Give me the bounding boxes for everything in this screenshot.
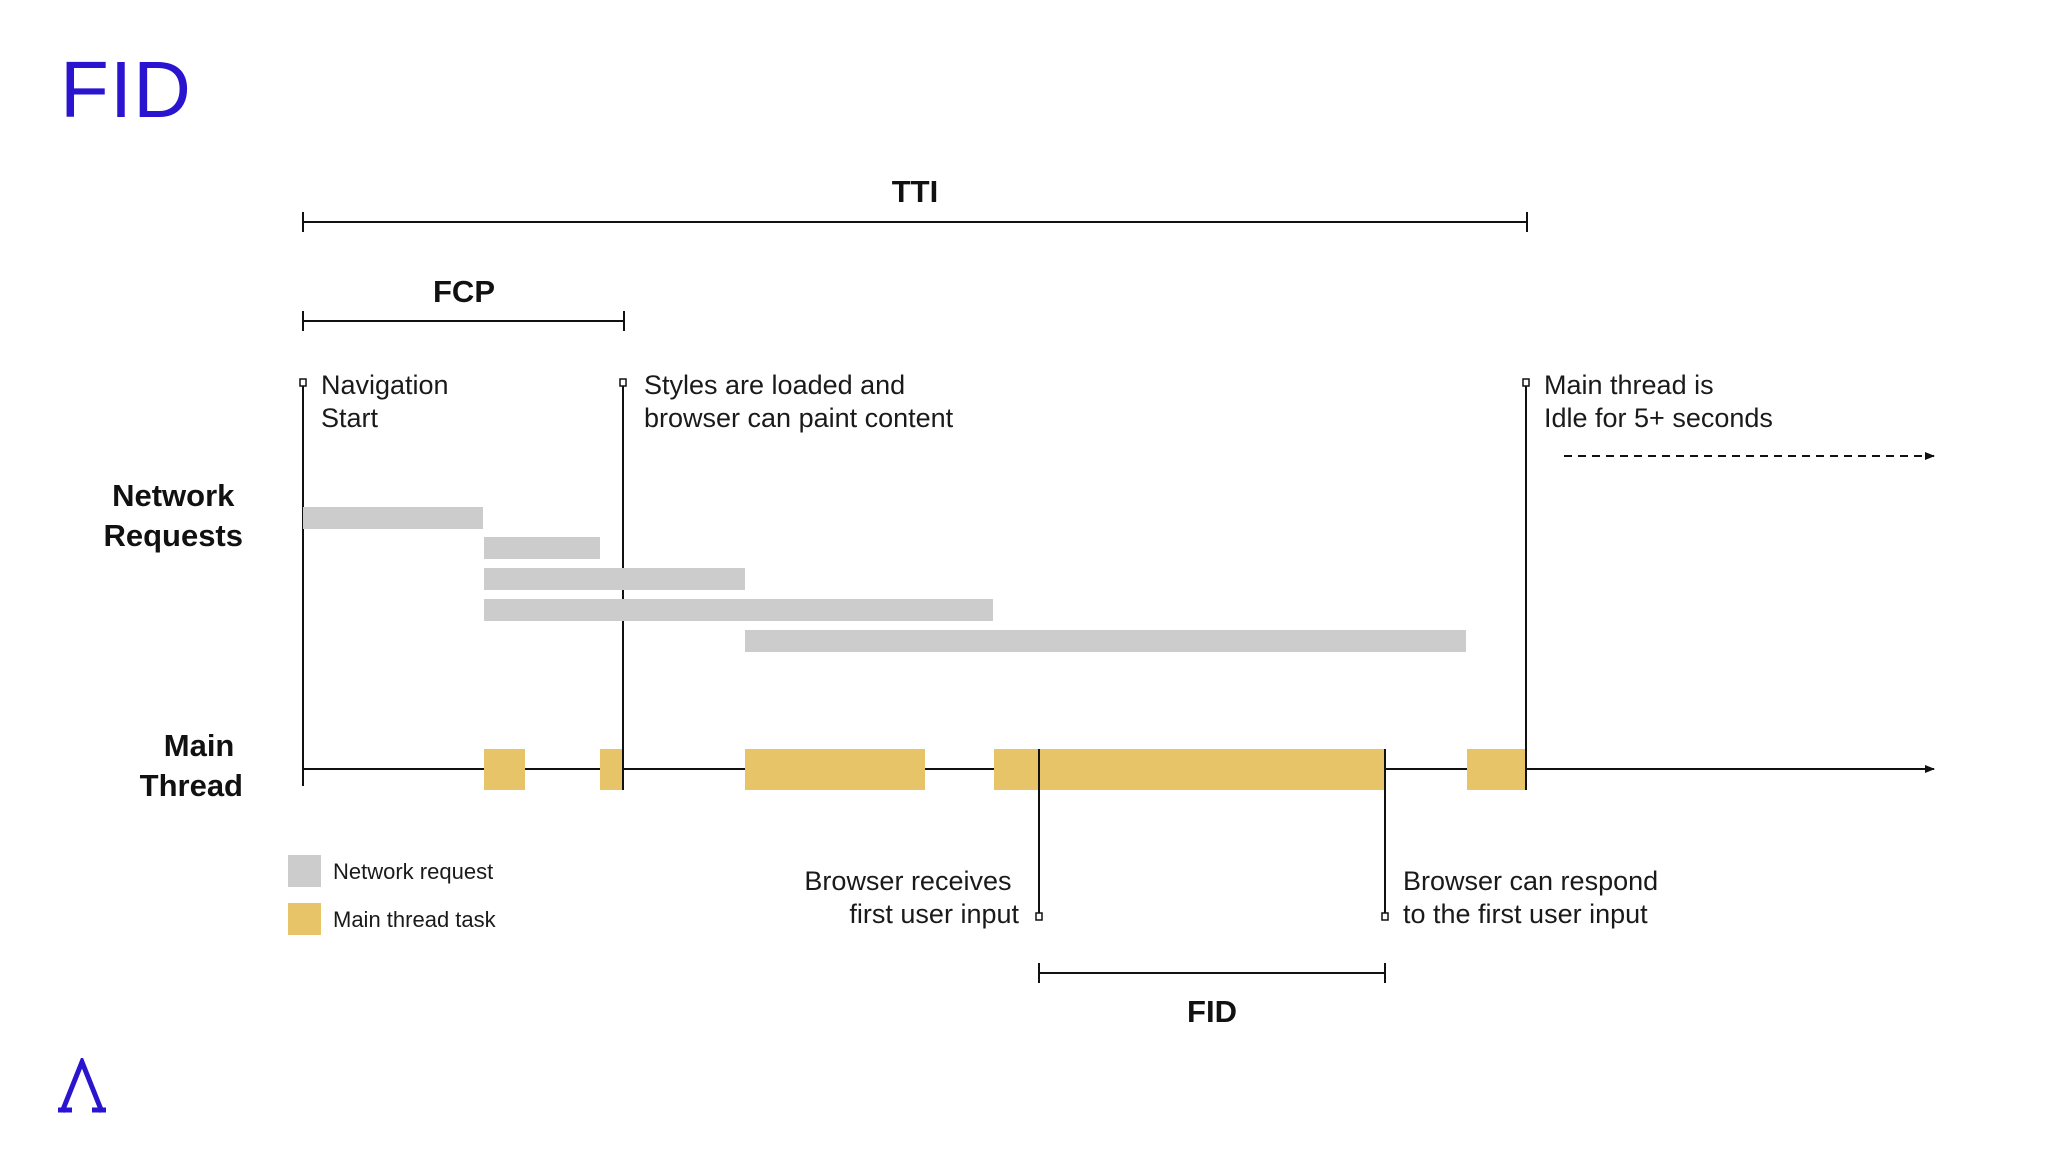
network-request-bar (484, 568, 745, 590)
browser-receives-annotation: Browser receives first user input (804, 866, 1019, 929)
legend-network-label: Network request (333, 859, 493, 884)
main-thread-task-block (745, 749, 925, 790)
tti-bracket (302, 212, 1528, 232)
network-request-bar (484, 599, 993, 621)
navigation-start-marker (299, 378, 307, 786)
main-thread-task-block (600, 749, 624, 790)
legend: Network request Main thread task (288, 855, 497, 935)
fcp-label: FCP (433, 274, 495, 309)
legend-main-thread-swatch (288, 903, 321, 935)
main-thread-row-label: Main Thread (140, 728, 243, 803)
first-input-marker (1035, 749, 1043, 921)
slide-title: FID (60, 45, 192, 134)
navigation-start-annotation: Navigation Start (321, 370, 456, 433)
main-thread-task-block (484, 749, 525, 790)
fid-bracket (1038, 963, 1386, 983)
main-thread-idle-marker (1522, 378, 1530, 786)
browser-responds-annotation: Browser can respond to the first user in… (1403, 866, 1666, 929)
response-marker (1381, 749, 1389, 921)
fcp-bracket (302, 311, 625, 331)
styles-loaded-annotation: Styles are loaded and browser can paint … (644, 370, 954, 433)
network-request-bar (303, 507, 483, 529)
legend-main-thread-label: Main thread task (333, 907, 497, 932)
main-thread-idle-annotation: Main thread is Idle for 5+ seconds (1544, 370, 1773, 433)
main-thread-task-block (994, 749, 1384, 790)
network-requests-row-label: Network Requests (103, 478, 243, 553)
tti-label: TTI (892, 174, 939, 209)
legend-network-swatch (288, 855, 321, 887)
network-request-bar (745, 630, 1466, 652)
mark-a-icon (58, 1058, 106, 1113)
network-request-bar (484, 537, 600, 559)
main-thread-task-block (1467, 749, 1527, 790)
fid-label: FID (1187, 994, 1237, 1029)
